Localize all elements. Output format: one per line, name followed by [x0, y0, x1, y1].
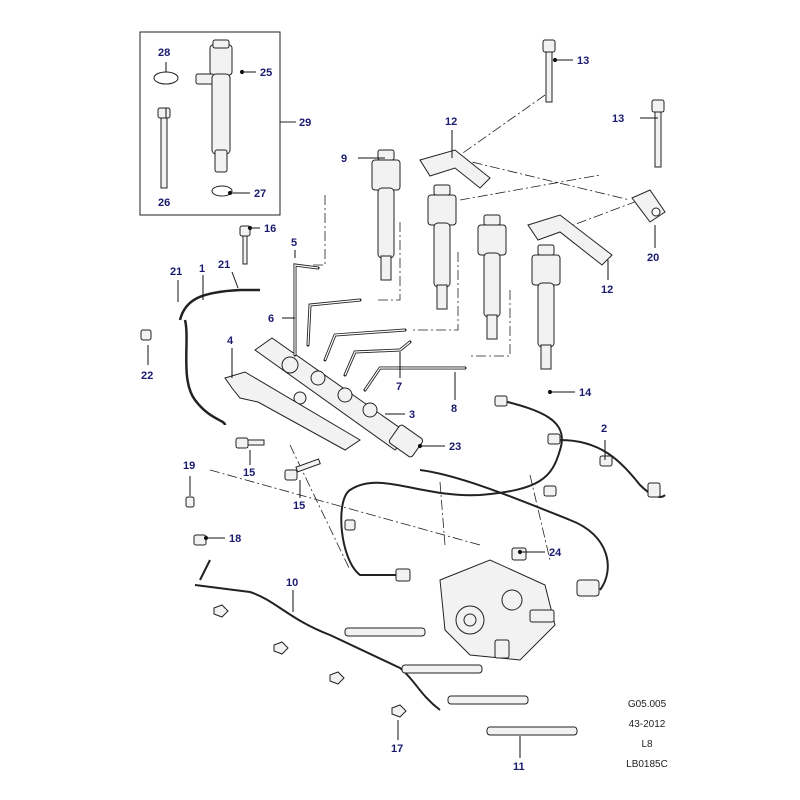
clamp-bolts: [542, 39, 665, 168]
callout-14: 14: [579, 387, 592, 399]
rail-bracket-4: [224, 371, 361, 451]
callout-5: 5: [291, 237, 297, 249]
callout-19: 19: [183, 460, 195, 472]
callout-2: 2: [601, 423, 607, 435]
callout-6: 6: [268, 313, 274, 325]
injector-4: [531, 244, 561, 370]
inset-bolt-26: [157, 107, 171, 189]
fuel-rail: [254, 337, 424, 458]
model-code: L8: [641, 739, 653, 750]
callout-15a: 15: [243, 467, 255, 479]
callout-25: 25: [260, 67, 272, 79]
callout-16: 16: [264, 223, 276, 235]
date-code: 43-2012: [628, 719, 666, 730]
callout-9: 9: [341, 153, 347, 165]
callout-21b: 21: [218, 259, 230, 271]
small-bolts: [140, 225, 321, 546]
callout-27: 27: [254, 188, 266, 200]
callout-12b: 12: [601, 284, 613, 296]
callout-8: 8: [451, 403, 457, 415]
figure-code: G05.005: [627, 699, 667, 710]
callout-20: 20: [647, 252, 659, 264]
callout-10: 10: [286, 577, 298, 589]
callout-13a: 13: [577, 55, 589, 67]
nuts: [213, 604, 407, 718]
inset-box: [139, 31, 281, 216]
callout-18: 18: [229, 533, 241, 545]
callout-leaders: [147, 57, 658, 758]
pipe-highlights: [294, 264, 465, 391]
fuel-pump: [439, 559, 556, 661]
return-pipe: [178, 288, 260, 426]
injector-1: [371, 149, 401, 281]
callout-29: 29: [299, 117, 311, 129]
callout-26: 26: [158, 197, 170, 209]
callout-labels: 28 25 29 26 27 9 13 13 12 12 20 16 5 6 1…: [141, 47, 659, 773]
bracket-20: [631, 189, 666, 223]
connectors: [344, 395, 661, 597]
callout-28: 28: [158, 47, 170, 59]
glow-plug-harness: [194, 559, 441, 711]
callout-13b: 13: [612, 113, 624, 125]
seal-ring-28: [153, 71, 179, 85]
glow-plugs: [344, 627, 578, 736]
callout-23: 23: [449, 441, 461, 453]
callout-21a: 21: [170, 266, 182, 278]
callout-22: 22: [141, 370, 153, 382]
leader-lines: [209, 94, 641, 571]
callout-12a: 12: [445, 116, 457, 128]
callout-11: 11: [513, 761, 525, 773]
callout-17: 17: [391, 743, 403, 755]
callout-7: 7: [396, 381, 402, 393]
injector-clamps: [419, 149, 613, 266]
washer-27: [211, 185, 233, 197]
inset-injector: [195, 39, 233, 173]
callout-15b: 15: [293, 500, 305, 512]
callout-3: 3: [409, 409, 415, 421]
callout-24: 24: [549, 547, 562, 559]
injector-3: [477, 214, 507, 340]
reference-code: LB0185C: [626, 759, 668, 770]
callout-4: 4: [227, 335, 234, 347]
callout-1: 1: [199, 263, 205, 275]
injector-2: [427, 184, 457, 310]
